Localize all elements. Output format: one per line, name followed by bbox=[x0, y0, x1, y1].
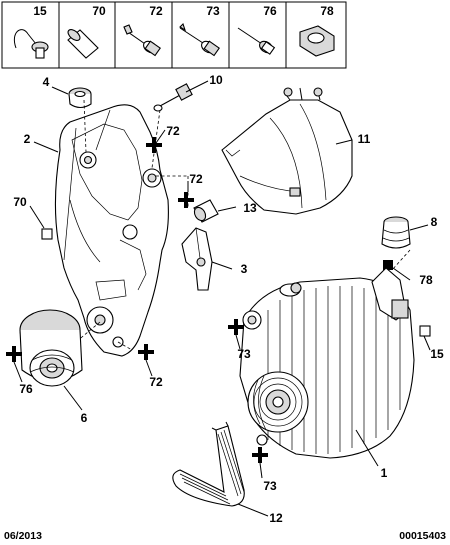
callout-4: 4 bbox=[43, 75, 50, 89]
footer-diagram-code: 00015403 bbox=[399, 530, 446, 542]
header-ref-15: 15 bbox=[33, 4, 47, 18]
callout-13: 13 bbox=[243, 201, 257, 215]
callout-8: 8 bbox=[431, 215, 438, 229]
alignment-dash bbox=[391, 249, 411, 271]
bolt-part-10 bbox=[153, 83, 193, 112]
callout-73-lower: 73 bbox=[263, 479, 277, 493]
heat-shield-part-11 bbox=[221, 87, 353, 215]
rubber-cap-part-8 bbox=[381, 216, 411, 249]
callout-70: 70 bbox=[13, 195, 27, 209]
callout-10: 10 bbox=[209, 73, 223, 87]
header-ref-76: 76 bbox=[263, 4, 277, 18]
header-parts-strip: 15 70 72 73 76 78 bbox=[1, 1, 347, 69]
screw-marker-73b bbox=[252, 447, 268, 463]
callout-72-top: 72 bbox=[166, 124, 180, 138]
screw-marker-72b bbox=[178, 192, 194, 208]
clip-marker-15 bbox=[419, 325, 431, 337]
bush-part-4 bbox=[68, 87, 92, 109]
callout-labels: 4 10 2 72 11 72 70 13 8 3 78 73 15 76 72… bbox=[13, 73, 444, 525]
drive-belt-part-12 bbox=[172, 421, 245, 507]
cable-clip-part bbox=[14, 29, 49, 59]
nut-part-78 bbox=[383, 260, 393, 270]
callout-72-mid: 72 bbox=[189, 172, 203, 186]
callout-78: 78 bbox=[419, 273, 433, 287]
callout-6: 6 bbox=[81, 411, 88, 425]
callout-11: 11 bbox=[358, 132, 371, 146]
screw-marker-72c bbox=[138, 344, 154, 360]
header-ref-73: 73 bbox=[206, 4, 220, 18]
tapered-bolt-part bbox=[179, 22, 220, 57]
callout-73-upper: 73 bbox=[237, 347, 251, 361]
callout-2: 2 bbox=[24, 132, 31, 146]
sleeve-part bbox=[67, 29, 99, 59]
leader-lines bbox=[13, 80, 431, 517]
spacer-part-13 bbox=[193, 199, 219, 223]
screw-marker-76 bbox=[6, 346, 22, 362]
header-ref-72: 72 bbox=[149, 4, 163, 18]
callout-1: 1 bbox=[381, 466, 388, 480]
flange-bolt-part bbox=[123, 24, 161, 57]
tensioner-pulley-part-6 bbox=[19, 309, 83, 387]
screw-marker-73a bbox=[228, 319, 244, 335]
header-ref-78: 78 bbox=[320, 4, 334, 18]
tension-bracket-part-3 bbox=[181, 227, 213, 291]
alternator-bracket-part-2 bbox=[54, 104, 169, 357]
callout-3: 3 bbox=[241, 262, 248, 276]
callout-72-low: 72 bbox=[149, 375, 163, 389]
callout-12: 12 bbox=[269, 511, 283, 525]
screw-marker-72a bbox=[146, 137, 162, 153]
callout-15: 15 bbox=[430, 347, 444, 361]
header-ref-70: 70 bbox=[92, 4, 106, 18]
hex-nut-part bbox=[299, 25, 335, 57]
footer-date: 06/2013 bbox=[4, 530, 42, 542]
alignment-dash bbox=[117, 341, 133, 351]
alternator-part-1 bbox=[239, 267, 415, 459]
socket-bolt-part bbox=[237, 27, 276, 55]
callout-76: 76 bbox=[19, 382, 33, 396]
sleeve-marker-70 bbox=[41, 228, 53, 240]
